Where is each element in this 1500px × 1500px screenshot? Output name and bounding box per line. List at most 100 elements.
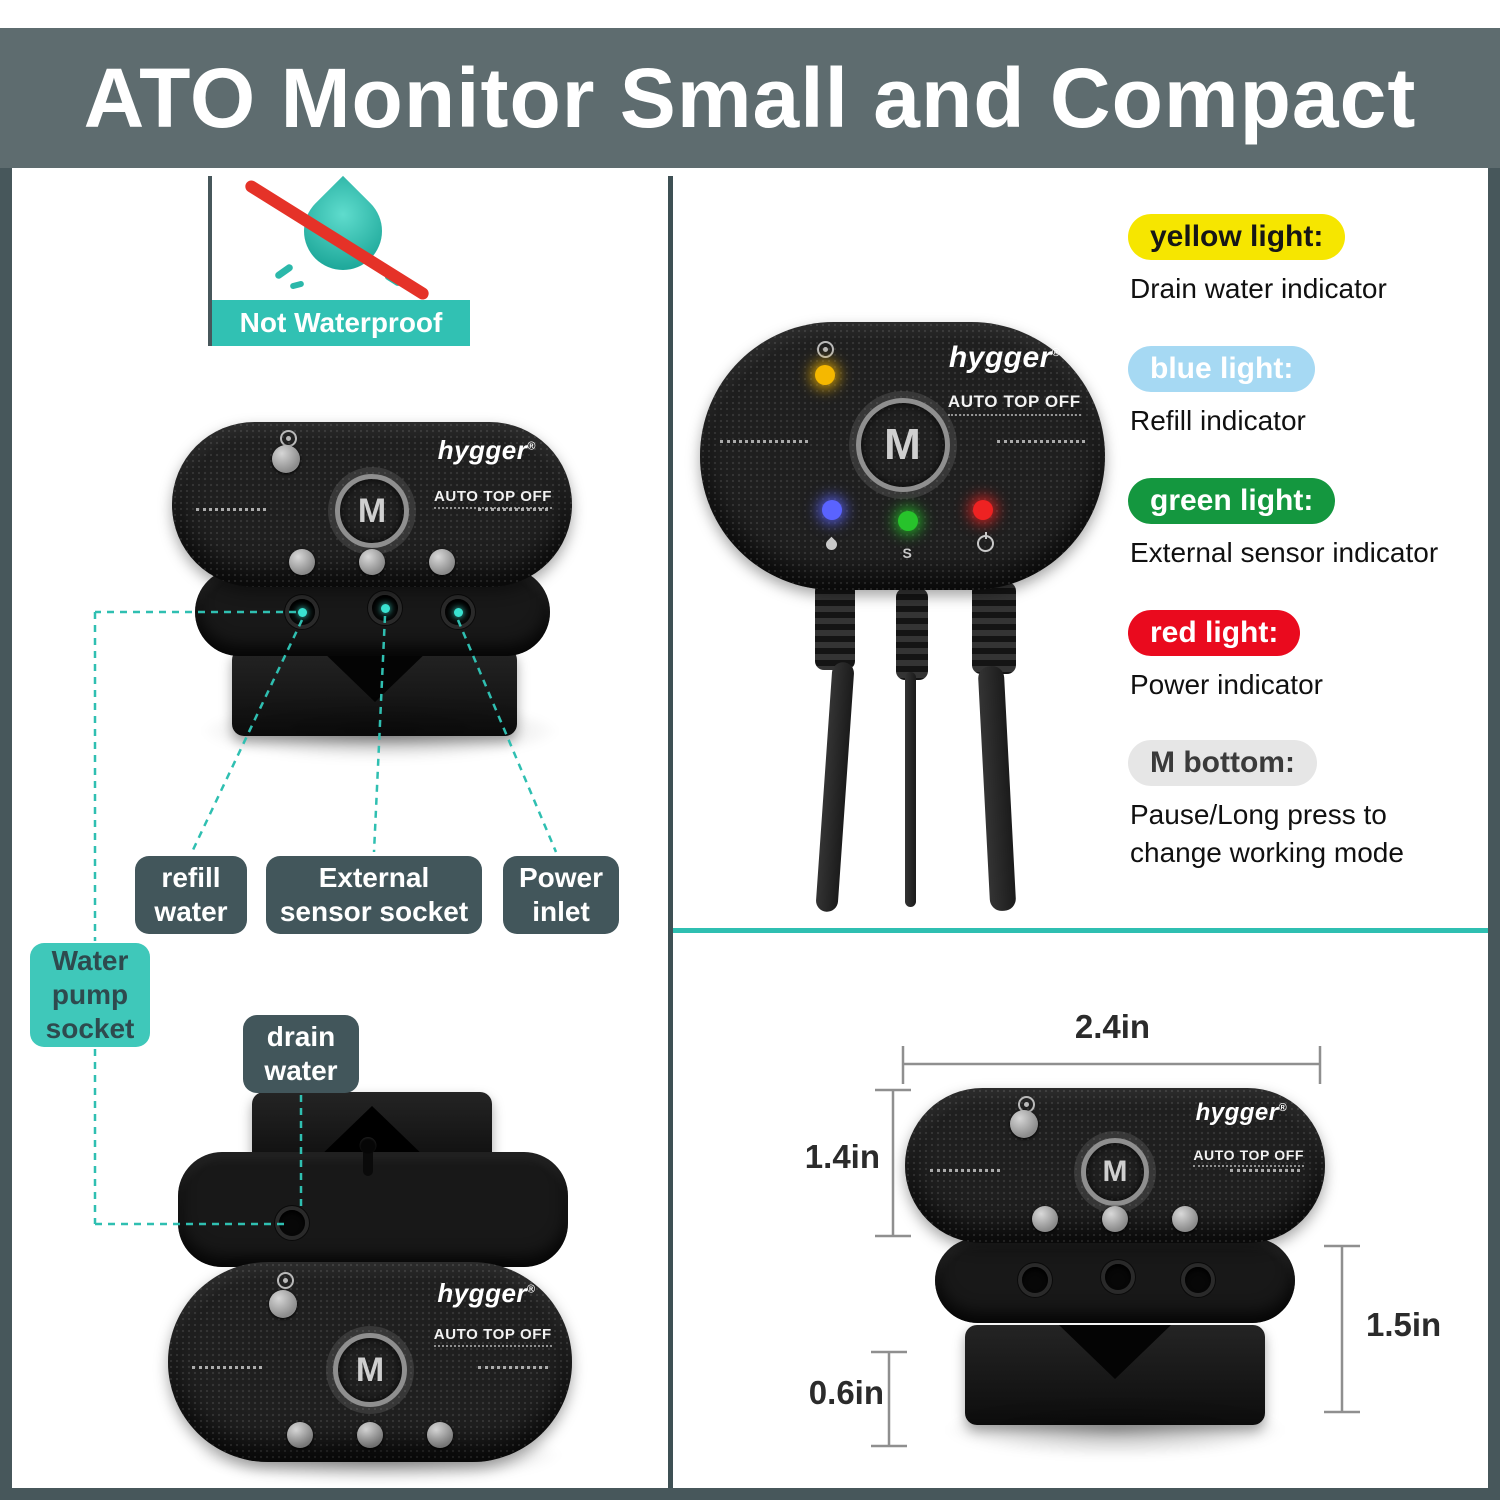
legend-m-pill: M bottom: bbox=[1128, 740, 1317, 786]
refill-port bbox=[1022, 1267, 1048, 1293]
target-icon bbox=[277, 1272, 295, 1289]
m-button: M bbox=[855, 398, 950, 493]
device-shadow bbox=[930, 1400, 1300, 1460]
m-button: M bbox=[335, 474, 409, 549]
sensor-port bbox=[372, 595, 398, 621]
power-button bbox=[272, 445, 300, 474]
dotted-line bbox=[720, 439, 809, 443]
brand-logo: hygger® bbox=[1195, 1098, 1288, 1126]
dotted-line bbox=[930, 1168, 1001, 1172]
blue-led bbox=[821, 500, 842, 521]
legend-red-desc: Power indicator bbox=[1130, 669, 1323, 700]
device-front-face: hygger® AUTO TOP OFF M S bbox=[700, 322, 1105, 590]
dotted-line bbox=[192, 1366, 263, 1369]
dimension-height: 1.4in bbox=[804, 1138, 880, 1175]
yellow-led bbox=[815, 364, 836, 385]
brand-logo: hygger® bbox=[437, 435, 536, 466]
port-panel bbox=[178, 1146, 568, 1267]
title-banner: ATO Monitor Small and Compact bbox=[0, 28, 1500, 168]
legend-m-desc: Pause/Long press to change working mode bbox=[1130, 799, 1404, 868]
brand-logo: hygger® bbox=[948, 340, 1061, 374]
splash-icon bbox=[289, 280, 305, 290]
mount-notch bbox=[1059, 1325, 1171, 1379]
device-shadow bbox=[178, 1424, 578, 1486]
mount-base bbox=[965, 1325, 1265, 1425]
dotted-line bbox=[996, 439, 1085, 443]
s-button bbox=[357, 1422, 383, 1448]
dotted-line bbox=[196, 507, 266, 511]
power-icon bbox=[977, 535, 995, 553]
port-panel bbox=[935, 1238, 1295, 1323]
target-icon bbox=[817, 340, 835, 358]
product-label: AUTO TOP OFF bbox=[947, 392, 1081, 416]
dimension-depth: 1.5in bbox=[1366, 1306, 1442, 1343]
mode-buttons-row bbox=[1032, 1206, 1198, 1233]
power-port bbox=[1185, 1267, 1211, 1293]
legend-yellow-desc: Drain water indicator bbox=[1130, 273, 1387, 304]
s-icon: S bbox=[902, 544, 912, 561]
horizontal-divider-teal bbox=[673, 928, 1488, 933]
legend-green-desc: External sensor indicator bbox=[1130, 537, 1439, 568]
power-button bbox=[269, 1290, 297, 1318]
device-bottom-face: hygger® AUTO TOP OFF M bbox=[168, 1262, 572, 1462]
drop-button bbox=[287, 1422, 313, 1448]
water-pump-socket-label: Water pump socket bbox=[30, 943, 150, 1047]
green-led bbox=[898, 511, 919, 532]
s-button bbox=[359, 549, 385, 576]
drop-button bbox=[1032, 1206, 1058, 1233]
power-inlet-label: Power inlet bbox=[503, 856, 619, 934]
brand-logo: hygger® bbox=[437, 1278, 536, 1308]
not-waterproof-icon-area bbox=[212, 175, 470, 302]
legend-green-pill: green light: bbox=[1128, 478, 1336, 524]
page-title: ATO Monitor Small and Compact bbox=[83, 50, 1417, 145]
red-led bbox=[973, 500, 994, 521]
dotted-line bbox=[478, 507, 548, 511]
product-label: AUTO TOP OFF bbox=[433, 1326, 552, 1347]
vertical-divider bbox=[668, 176, 673, 1488]
device-shadow bbox=[185, 698, 575, 764]
power-small-button bbox=[429, 549, 455, 576]
mode-buttons-row bbox=[287, 1422, 453, 1448]
mount-notch bbox=[318, 648, 431, 702]
plug-connector bbox=[972, 582, 1016, 674]
product-label: AUTO TOP OFF bbox=[1193, 1147, 1304, 1167]
not-waterproof-label: Not Waterproof bbox=[212, 300, 470, 346]
dotted-line bbox=[1229, 1168, 1300, 1172]
power-small-button bbox=[427, 1422, 453, 1448]
legend-blue-pill: blue light: bbox=[1128, 346, 1316, 392]
m-button: M bbox=[1081, 1137, 1149, 1206]
frame-bottom bbox=[0, 1488, 1500, 1500]
power-button bbox=[1010, 1109, 1038, 1138]
legend-red-pill: red light: bbox=[1128, 610, 1301, 656]
m-button: M bbox=[333, 1333, 407, 1407]
plug-connector bbox=[896, 588, 928, 680]
cable bbox=[815, 661, 855, 913]
drop-icon bbox=[823, 536, 839, 553]
frame-right bbox=[1488, 168, 1500, 1500]
external-sensor-socket-label: External sensor socket bbox=[266, 856, 482, 934]
port-marker-dot bbox=[453, 607, 463, 617]
product-label: AUTO TOP OFF bbox=[433, 488, 552, 509]
mode-buttons-row bbox=[289, 549, 455, 576]
device-top-face: hygger® AUTO TOP OFF M bbox=[172, 422, 572, 587]
legend-blue-desc: Refill indicator bbox=[1130, 405, 1306, 436]
device-top-face: hygger® AUTO TOP OFF M bbox=[905, 1088, 1325, 1243]
legend-yellow-pill: yellow light: bbox=[1128, 214, 1346, 260]
drain-water-label: drain water bbox=[243, 1015, 359, 1093]
toggle-knob bbox=[363, 1146, 373, 1176]
drop-button bbox=[289, 549, 315, 576]
refill-water-label: refill water bbox=[135, 856, 247, 934]
power-small-button bbox=[1172, 1206, 1198, 1233]
not-waterproof-badge: Not Waterproof bbox=[208, 175, 470, 346]
s-button bbox=[1102, 1206, 1128, 1233]
splash-icon bbox=[273, 262, 295, 281]
cable bbox=[977, 665, 1017, 912]
refill-port bbox=[289, 599, 315, 625]
cable bbox=[905, 672, 916, 907]
plug-connector bbox=[815, 582, 855, 670]
sensor-port bbox=[1105, 1264, 1131, 1290]
power-port bbox=[445, 599, 471, 625]
dimension-width: 2.4in bbox=[1074, 1008, 1151, 1045]
drain-port bbox=[279, 1210, 305, 1236]
